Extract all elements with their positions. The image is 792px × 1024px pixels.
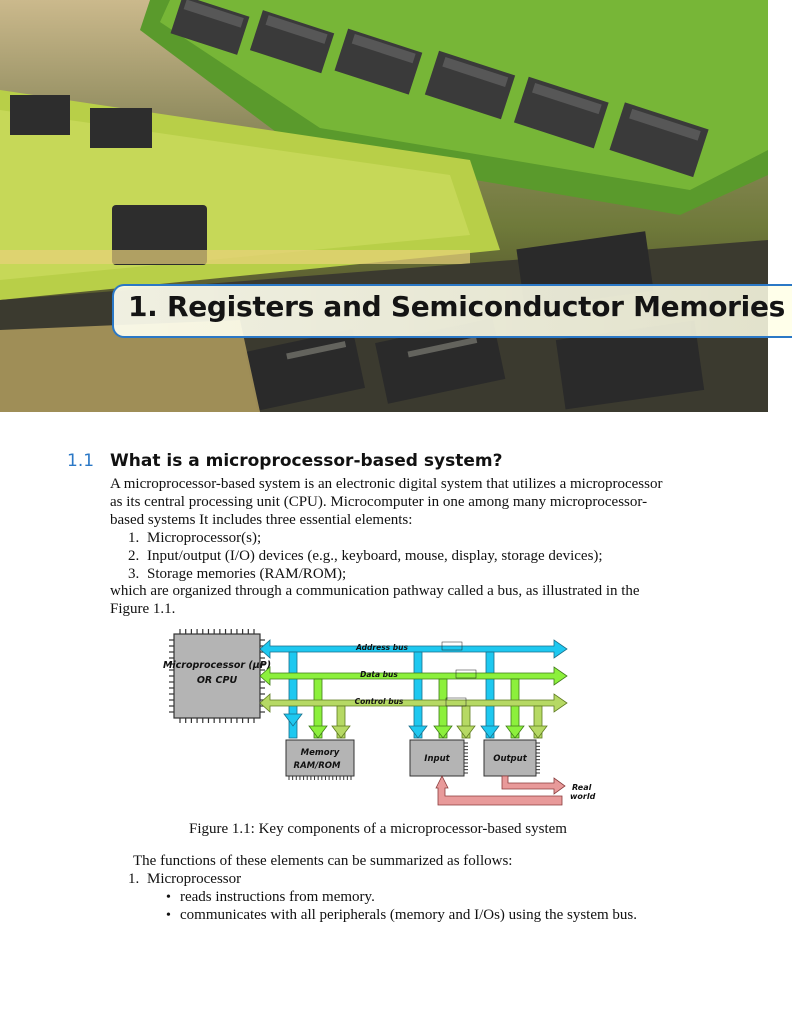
chapter-banner-image: 1. Registers and Semiconductor Memories — [0, 0, 792, 412]
input-box: Input — [409, 739, 468, 777]
section-title: What is a microprocessor-based system? — [110, 451, 503, 471]
bus-diagram: Microprocessor (µP) OR CPU Address bus — [163, 629, 596, 806]
output-label: Output — [493, 754, 527, 764]
output-box: Output — [483, 739, 540, 777]
element-item-2-num: 2. — [128, 548, 140, 564]
bullet-item-1: reads instructions from memory. — [180, 889, 375, 905]
input-label: Input — [424, 754, 450, 764]
figure-1-1: Microprocessor (µP) OR CPU Address bus — [163, 628, 604, 813]
element-item-2: Input/output (I/O) devices (e.g., keyboa… — [147, 548, 603, 564]
chapter-title: 1. Registers and Semiconductor Memories — [128, 290, 786, 323]
bullet-item-2: communicates with all peripherals (memor… — [180, 907, 637, 923]
memory-box: Memory RAM/ROM — [285, 739, 355, 780]
bullet-icon: • — [166, 890, 171, 905]
functions-lead: The functions of these elements can be s… — [133, 853, 513, 869]
data-bus-label: Data bus — [360, 670, 398, 679]
element-item-3: Storage memories (RAM/ROM); — [147, 566, 347, 582]
intro-line-1: A microprocessor-based system is an elec… — [110, 476, 663, 492]
element-item-1: Microprocessor(s); — [147, 530, 262, 546]
intro-line-3: based systems It includes three essentia… — [110, 512, 413, 528]
figure-caption: Figure 1.1: Key components of a micropro… — [189, 821, 567, 837]
element-item-1-num: 1. — [128, 530, 140, 546]
function-item-num: 1. — [128, 871, 140, 887]
real-world-label-2: world — [570, 792, 596, 801]
address-bus-arrow — [259, 639, 568, 739]
real-world-arrows — [435, 775, 566, 806]
real-world-label-1: Real — [572, 783, 592, 792]
cpu-chip: Microprocessor (µP) OR CPU — [163, 629, 271, 723]
control-bus-arrow — [259, 693, 568, 739]
memory-label-2: RAM/ROM — [294, 761, 341, 771]
control-bus-label: Control bus — [355, 697, 404, 706]
memory-label-1: Memory — [301, 748, 340, 758]
after-line-1: which are organized through a communicat… — [110, 583, 640, 599]
address-bus-label: Address bus — [355, 643, 408, 652]
after-line-2: Figure 1.1. — [110, 601, 176, 617]
section-number: 1.1 — [67, 451, 95, 471]
bullet-icon: • — [166, 908, 171, 923]
function-item-title: Microprocessor — [147, 871, 242, 887]
cpu-label-1: Microprocessor (µP) — [163, 660, 271, 671]
element-item-3-num: 3. — [128, 566, 140, 582]
cpu-label-2: OR CPU — [197, 675, 238, 686]
memory-modules-photo — [0, 0, 768, 412]
intro-line-2: as its central processing unit (CPU). Mi… — [110, 494, 648, 510]
chapter-title-box — [112, 284, 792, 338]
